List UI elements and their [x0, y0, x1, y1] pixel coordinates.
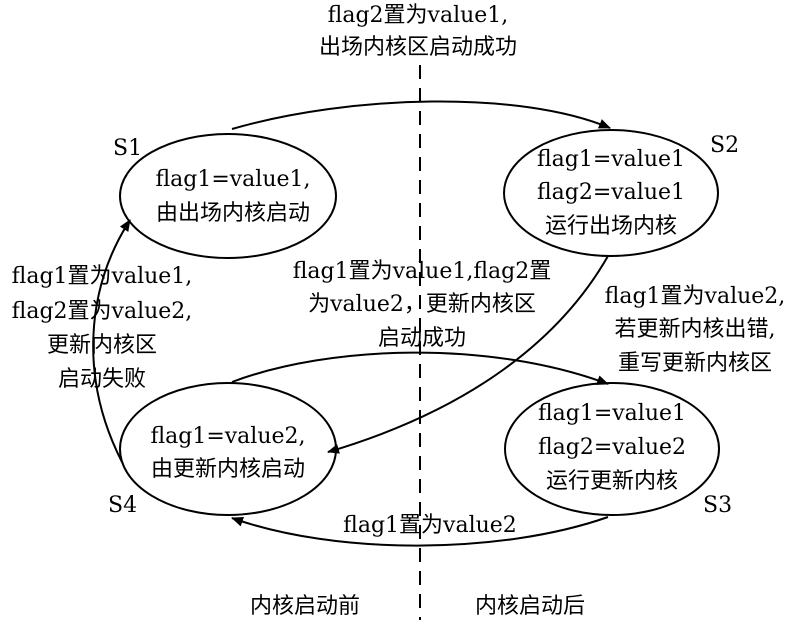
- state-s1-line-1: flag1=value1,: [155, 167, 310, 192]
- arrow-s1-to-s2: [231, 100, 611, 130]
- left-transition-label-1: flag1置为value1,: [12, 264, 193, 289]
- left-transition-label-2: flag2置为value2,: [12, 299, 193, 324]
- state-s1-label: S1: [113, 136, 142, 161]
- center-transition-label-3: 启动成功: [378, 326, 466, 351]
- top-transition-label-1: flag2置为value1,: [328, 3, 509, 28]
- arrow-s4-to-s3: [231, 351, 609, 385]
- state-s4-ellipse: [119, 382, 337, 516]
- state-s2-ellipse: [503, 129, 719, 257]
- bottom-transition-label: flag1置为value2: [343, 513, 517, 538]
- state-s2-label: S2: [710, 133, 739, 158]
- state-s3-line-2: flag2=value2: [538, 435, 686, 460]
- state-s4-line-1: flag1=value2,: [150, 424, 305, 449]
- state-s2-line-3: 运行出场内核: [545, 214, 677, 239]
- state-s3-line-1: flag1=value1: [538, 401, 686, 426]
- arrow-s2-to-s4: [327, 255, 609, 454]
- arrow-s3-to-s4: [231, 516, 609, 547]
- state-s3-line-3: 运行更新内核: [546, 469, 678, 494]
- top-transition-label-2: 出场内核区启动成功: [319, 35, 517, 60]
- right-transition-label-3: 重写更新内核区: [618, 351, 772, 376]
- left-transition-label-4: 启动失败: [58, 367, 146, 392]
- center-transition-label-2: 为value2，更新内核区: [308, 292, 536, 317]
- state-s3-ellipse: [504, 382, 720, 516]
- right-transition-label-1: flag1置为value2,: [605, 284, 786, 309]
- state-s1-ellipse: [119, 133, 337, 259]
- region-left-label: 内核启动前: [250, 594, 360, 619]
- state-s2-line-2: flag2=value1: [537, 180, 685, 205]
- state-s4-label: S4: [108, 493, 137, 518]
- state-s3-label: S3: [703, 493, 732, 518]
- region-right-label: 内核启动后: [475, 594, 585, 619]
- arrow-s4-to-s1: [92, 219, 131, 463]
- state-s2-line-1: flag1=value1: [537, 147, 685, 172]
- left-transition-label-3: 更新内核区: [47, 333, 157, 358]
- state-s4-line-2: 由更新内核启动: [151, 457, 305, 482]
- right-transition-label-2: 若更新内核出错,: [615, 317, 776, 342]
- center-transition-label-1: flag1置为value1,flag2置: [293, 259, 552, 284]
- state-s1-line-2: 由出场内核启动: [156, 201, 310, 226]
